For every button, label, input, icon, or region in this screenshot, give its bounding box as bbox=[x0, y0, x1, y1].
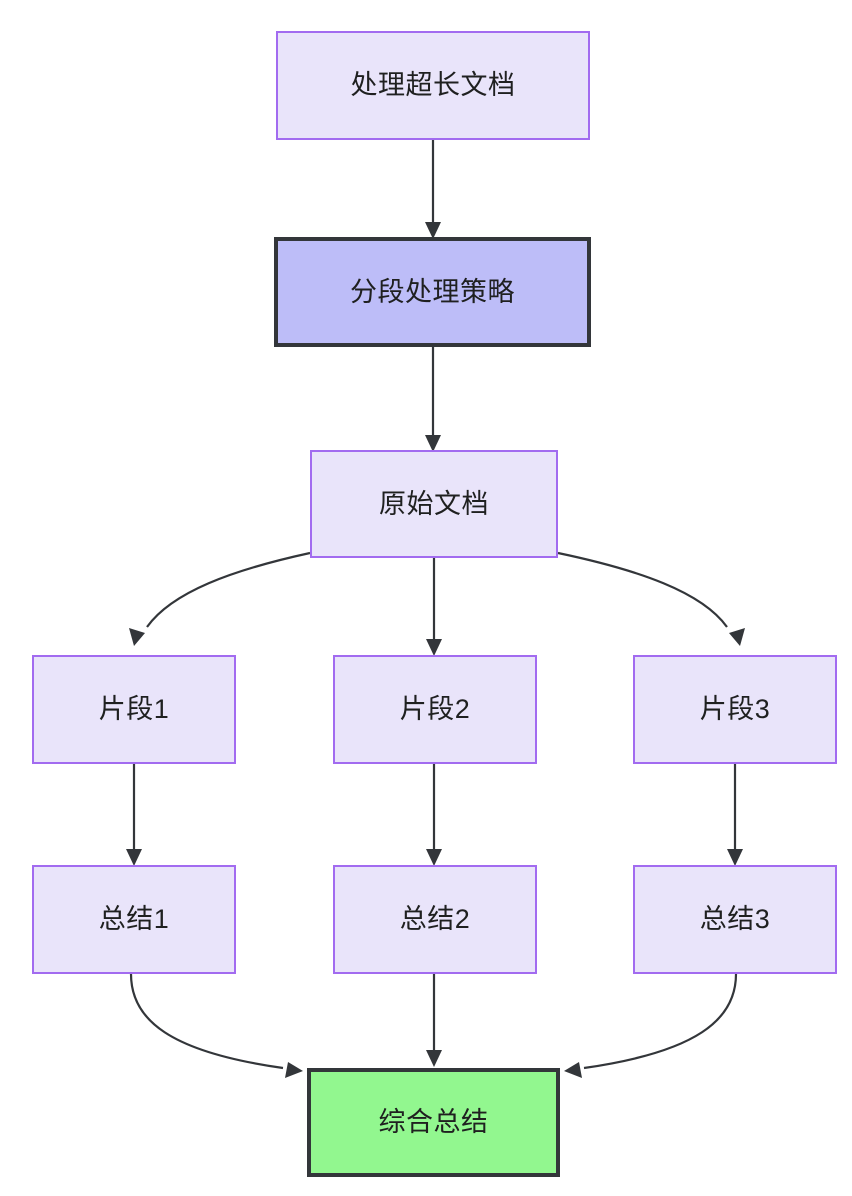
edge-n7-n10 bbox=[129, 973, 303, 1078]
node-label: 片段2 bbox=[399, 694, 471, 725]
edge-n9-n10 bbox=[564, 973, 738, 1078]
node-label: 处理超长文档 bbox=[350, 70, 516, 101]
edge-n4-n7 bbox=[126, 764, 142, 866]
edge-n3-n6 bbox=[557, 551, 745, 646]
node-fragment-2[interactable]: 片段2 bbox=[333, 655, 537, 764]
node-label: 片段3 bbox=[699, 694, 771, 725]
edge-n2-n3 bbox=[425, 347, 441, 452]
node-label: 分段处理策略 bbox=[350, 276, 515, 307]
edge-n6-n9 bbox=[727, 764, 743, 866]
node-fragment-3[interactable]: 片段3 bbox=[633, 655, 837, 764]
edge-n3-n4 bbox=[129, 551, 311, 646]
edge-n5-n8 bbox=[426, 764, 442, 866]
edge-n3-n5 bbox=[426, 558, 442, 656]
node-chunking-strategy[interactable]: 分段处理策略 bbox=[274, 237, 591, 347]
node-handle-long-document[interactable]: 处理超长文档 bbox=[276, 31, 590, 140]
node-summary-2[interactable]: 总结2 bbox=[333, 865, 537, 974]
node-comprehensive-summary[interactable]: 综合总结 bbox=[307, 1068, 560, 1177]
node-label: 原始文档 bbox=[379, 488, 489, 519]
node-label: 总结3 bbox=[699, 904, 771, 935]
edge-n8-n10 bbox=[426, 974, 442, 1067]
edge-n1-n2 bbox=[425, 140, 441, 239]
node-label: 总结2 bbox=[399, 904, 471, 935]
node-original-document[interactable]: 原始文档 bbox=[310, 450, 558, 558]
node-label: 总结1 bbox=[98, 904, 170, 935]
node-fragment-1[interactable]: 片段1 bbox=[32, 655, 236, 764]
node-summary-1[interactable]: 总结1 bbox=[32, 865, 236, 974]
node-label: 综合总结 bbox=[378, 1107, 489, 1138]
node-label: 片段1 bbox=[98, 694, 170, 725]
node-summary-3[interactable]: 总结3 bbox=[633, 865, 837, 974]
